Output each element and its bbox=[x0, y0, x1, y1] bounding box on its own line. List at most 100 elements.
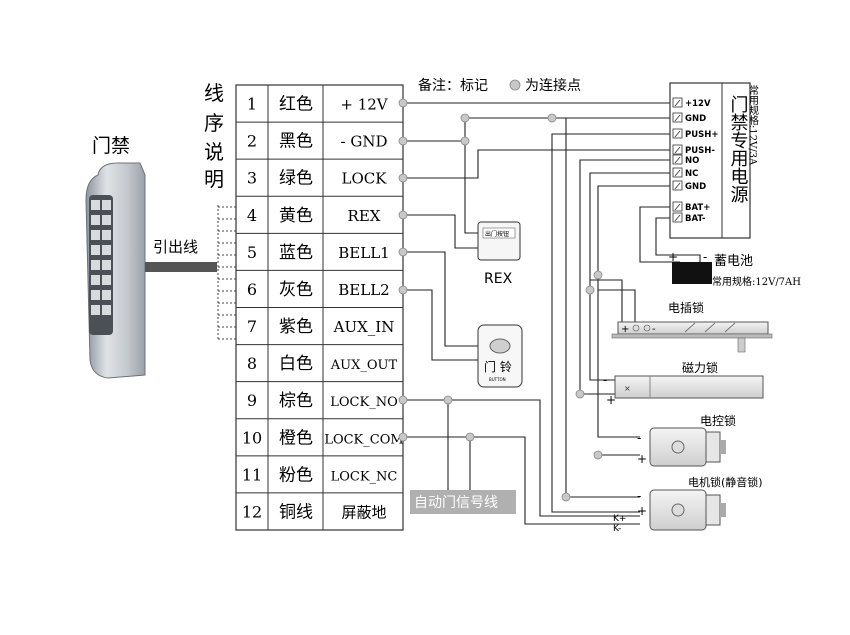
table-row-color: 红色 bbox=[279, 95, 313, 115]
auto-door-label: 自动门信号线 bbox=[414, 495, 498, 511]
wire-no bbox=[579, 159, 670, 395]
wire-lock-no bbox=[403, 399, 640, 517]
connection-point-icon bbox=[398, 210, 408, 220]
table-header-char-4: 明 bbox=[204, 167, 224, 191]
exit-button-plate bbox=[477, 221, 521, 261]
connection-point-icon bbox=[509, 79, 521, 91]
connection-point-icon bbox=[547, 113, 557, 123]
lock-electric-control-minus: - bbox=[637, 431, 641, 445]
lock-magnetic-body bbox=[614, 375, 764, 399]
wire-lock-com bbox=[403, 436, 640, 525]
note-suffix: 为连接点 bbox=[525, 77, 581, 94]
table-row-color: 橙色 bbox=[279, 428, 313, 448]
lock-plug-name: 电插锁 bbox=[668, 300, 704, 315]
terminal-label: PUSH- bbox=[685, 146, 715, 156]
lock-plug-body bbox=[617, 321, 769, 335]
battery-minus: - bbox=[703, 250, 707, 264]
power-supply-box bbox=[669, 82, 751, 239]
svg-text:×: × bbox=[624, 384, 631, 393]
table-row-color: 棕色 bbox=[279, 391, 313, 411]
table-row-number: 1 bbox=[247, 95, 257, 114]
doorbell-body bbox=[477, 324, 523, 388]
lock-motor-kminus: K- bbox=[613, 524, 621, 534]
bell-icon bbox=[489, 338, 511, 354]
lead-fanout bbox=[218, 206, 236, 340]
lock-magnetic-name: 磁力锁 bbox=[682, 360, 718, 375]
terminal-label: BAT+ bbox=[685, 203, 710, 213]
connection-point-icon bbox=[398, 247, 408, 257]
connection-point-icon bbox=[460, 136, 470, 146]
connection-point-icon bbox=[460, 113, 470, 123]
table-row-color: 黑色 bbox=[279, 132, 313, 152]
connection-point-icon bbox=[398, 395, 408, 405]
access-control-device: 门禁 引出线 bbox=[85, 135, 236, 379]
wire-bat-minus bbox=[655, 217, 701, 262]
battery: + - 蓄电池 常用规格:12V/7AH bbox=[668, 250, 801, 288]
lock-plug-minus: - bbox=[652, 324, 656, 335]
wire-bell1 bbox=[403, 251, 478, 347]
table-row-signal: 屏蔽地 bbox=[341, 503, 386, 521]
table-row-color: 灰色 bbox=[279, 280, 313, 300]
terminal-label: NO bbox=[685, 156, 699, 166]
table-row-number: 5 bbox=[247, 243, 257, 262]
exit-button-plate-text: 出门按钮 bbox=[485, 230, 509, 238]
lead-label: 引出线 bbox=[153, 238, 198, 256]
auto-door-signal: 自动门信号线 bbox=[410, 490, 516, 514]
table-row-number: 10 bbox=[242, 428, 262, 447]
table-row-number: 3 bbox=[247, 169, 257, 188]
keypad-keys bbox=[91, 200, 111, 315]
lead-cable bbox=[145, 262, 217, 272]
wire-nc bbox=[589, 172, 670, 381]
auto-door-label-box bbox=[410, 490, 516, 514]
connection-point-icon bbox=[561, 492, 571, 502]
table-row-color: 紫色 bbox=[279, 317, 313, 337]
connection-point-icon bbox=[398, 285, 408, 295]
doorbell: 门 铃 BUTTON bbox=[477, 324, 523, 388]
table-row-signal: - GND bbox=[341, 133, 388, 151]
table-row-signal: LOCK_COM bbox=[324, 432, 403, 447]
table-row-number: 8 bbox=[247, 354, 257, 373]
lock-motor-plus: + bbox=[637, 504, 647, 518]
table-row-signal: BELL1 bbox=[338, 244, 389, 262]
lock-plug-plus: + bbox=[621, 324, 629, 335]
table-row-number: 12 bbox=[242, 502, 262, 521]
table-row-number: 11 bbox=[242, 465, 262, 484]
wire-gnd bbox=[403, 117, 670, 142]
table-row-signal: REX bbox=[348, 207, 381, 225]
battery-label: 蓄电池 bbox=[714, 254, 753, 269]
connection-point-icon bbox=[443, 395, 453, 405]
table-row-signal: AUX_IN bbox=[333, 318, 395, 336]
lock-electric-control-plus: + bbox=[637, 452, 647, 466]
connection-point-icon bbox=[585, 285, 595, 295]
doorbell-sub: BUTTON bbox=[489, 377, 506, 382]
battery-spec: 常用规格:12V/7AH bbox=[712, 275, 801, 288]
lock-electric-control: 电控锁 - + bbox=[637, 413, 736, 467]
wire-lock bbox=[403, 149, 670, 179]
terminal-label: GND bbox=[685, 182, 706, 192]
lock-motor-minus: - bbox=[637, 489, 641, 503]
lock-electric-control-name: 电控锁 bbox=[700, 413, 736, 428]
table-row-number: 4 bbox=[247, 206, 257, 225]
table-row-signal: LOCK_NC bbox=[331, 469, 398, 484]
wires bbox=[403, 102, 701, 525]
wire-bell2 bbox=[403, 289, 478, 361]
lock-magnetic: 磁力锁 × - + bbox=[603, 360, 764, 407]
lock-plug: 电插锁 + - bbox=[611, 300, 773, 353]
table-row-color: 蓝色 bbox=[279, 243, 313, 263]
connection-points bbox=[398, 98, 603, 502]
table-header-char-1: 线 bbox=[204, 81, 224, 105]
connection-point-icon bbox=[398, 173, 408, 183]
power-supply-title: 门禁专用电源 bbox=[728, 95, 749, 204]
table-header-char-2: 序 bbox=[204, 111, 224, 135]
table-row-signal: LOCK bbox=[342, 170, 388, 188]
table-row-number: 9 bbox=[247, 391, 257, 410]
table-row-signal: LOCK_NO bbox=[330, 395, 397, 410]
connection-point-icon bbox=[593, 270, 603, 280]
wire-push-plus bbox=[551, 133, 670, 513]
table-row-number: 7 bbox=[247, 317, 257, 336]
table-header-char-3: 说 bbox=[204, 140, 224, 164]
connection-point-icon bbox=[575, 389, 585, 399]
